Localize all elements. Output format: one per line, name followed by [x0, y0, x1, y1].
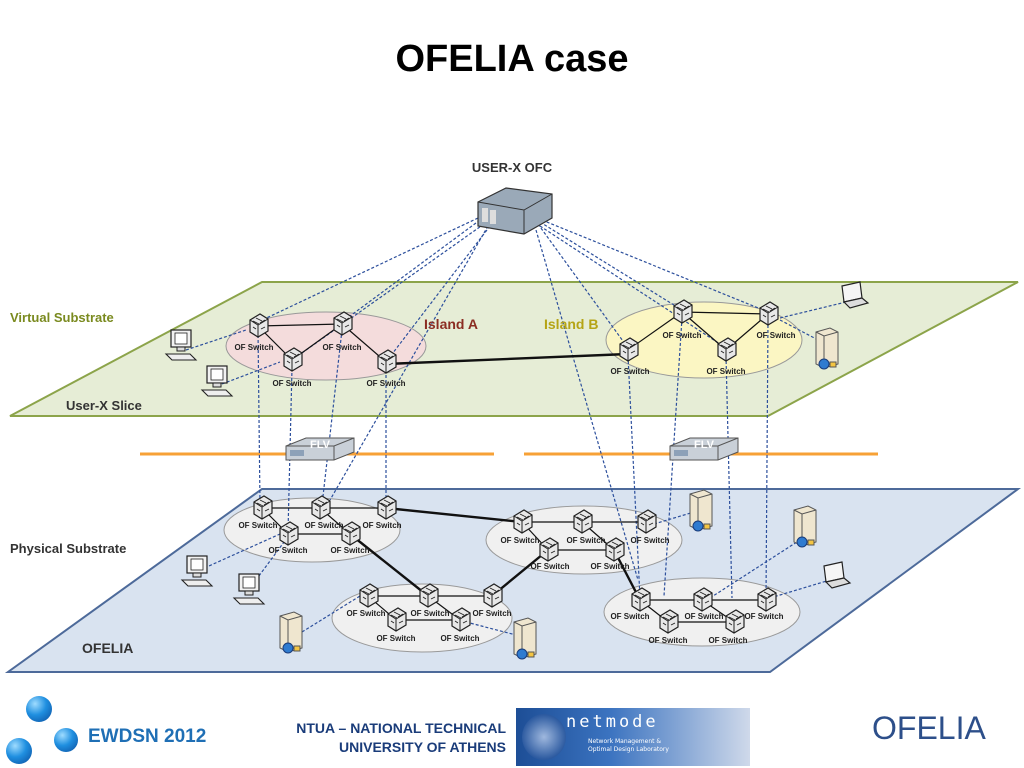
svg-text:OF Switch: OF Switch	[362, 521, 401, 530]
island-b	[605, 301, 803, 379]
svg-text:OF Switch: OF Switch	[410, 609, 449, 618]
university-seal-icon	[522, 714, 566, 760]
controller-server-icon	[477, 187, 553, 235]
bubble-icon	[6, 738, 32, 764]
ofelia-logo: OFELIA	[872, 710, 986, 746]
svg-text:OF Switch: OF Switch	[330, 546, 369, 555]
svg-text:OF Switch: OF Switch	[234, 343, 273, 352]
svg-text:OF Switch: OF Switch	[566, 536, 605, 545]
island-b-label: Island B	[544, 316, 598, 332]
svg-text:OF Switch: OF Switch	[590, 562, 629, 571]
conference-label: EWDSN 2012	[88, 726, 207, 747]
netmode-logo: netmode Network Management & Optimal Des…	[516, 708, 750, 766]
svg-text:OF Switch: OF Switch	[346, 609, 385, 618]
ofelia-plane-label: OFELIA	[82, 640, 133, 656]
svg-text:OF Switch: OF Switch	[440, 634, 479, 643]
slide-title: OFELIA case	[395, 38, 629, 80]
svg-text:OF Switch: OF Switch	[630, 536, 669, 545]
netmode-wordmark: netmode	[566, 712, 659, 732]
svg-text:OF Switch: OF Switch	[706, 367, 745, 376]
svg-text:OF Switch: OF Switch	[238, 521, 277, 530]
lab-line1: Network Management &	[588, 738, 662, 745]
svg-text:OF Switch: OF Switch	[366, 379, 405, 388]
svg-text:OF Switch: OF Switch	[268, 546, 307, 555]
university-line1: NTUA – NATIONAL TECHNICAL	[296, 720, 506, 736]
flv-label-1: FLV	[310, 439, 331, 451]
slice-label: User-X Slice	[66, 398, 142, 413]
svg-text:OF Switch: OF Switch	[648, 636, 687, 645]
svg-text:OF Switch: OF Switch	[530, 562, 569, 571]
virtual-substrate-label: Virtual Substrate	[10, 310, 114, 325]
svg-text:OF Switch: OF Switch	[744, 612, 783, 621]
svg-text:OF Switch: OF Switch	[662, 331, 701, 340]
svg-text:OF Switch: OF Switch	[610, 612, 649, 621]
physical-substrate-label: Physical Substrate	[10, 541, 126, 556]
svg-text:OF Switch: OF Switch	[472, 609, 511, 618]
svg-text:OF Switch: OF Switch	[304, 521, 343, 530]
flv-label-2: FLV	[694, 439, 715, 451]
university-line2: UNIVERSITY OF ATHENS	[339, 739, 506, 755]
svg-text:OF Switch: OF Switch	[376, 634, 415, 643]
svg-text:OF Switch: OF Switch	[708, 636, 747, 645]
svg-text:OF Switch: OF Switch	[756, 331, 795, 340]
bubble-icon	[54, 728, 78, 752]
svg-text:OF Switch: OF Switch	[272, 379, 311, 388]
svg-text:OF Switch: OF Switch	[322, 343, 361, 352]
bubble-icon	[26, 696, 52, 722]
controller-label: USER-X OFC	[472, 160, 553, 175]
island-a-label: Island A	[424, 316, 478, 332]
svg-text:OF Switch: OF Switch	[610, 367, 649, 376]
lab-line2: Optimal Design Laboratory	[588, 746, 669, 753]
svg-text:OF Switch: OF Switch	[684, 612, 723, 621]
svg-text:OF Switch: OF Switch	[500, 536, 539, 545]
